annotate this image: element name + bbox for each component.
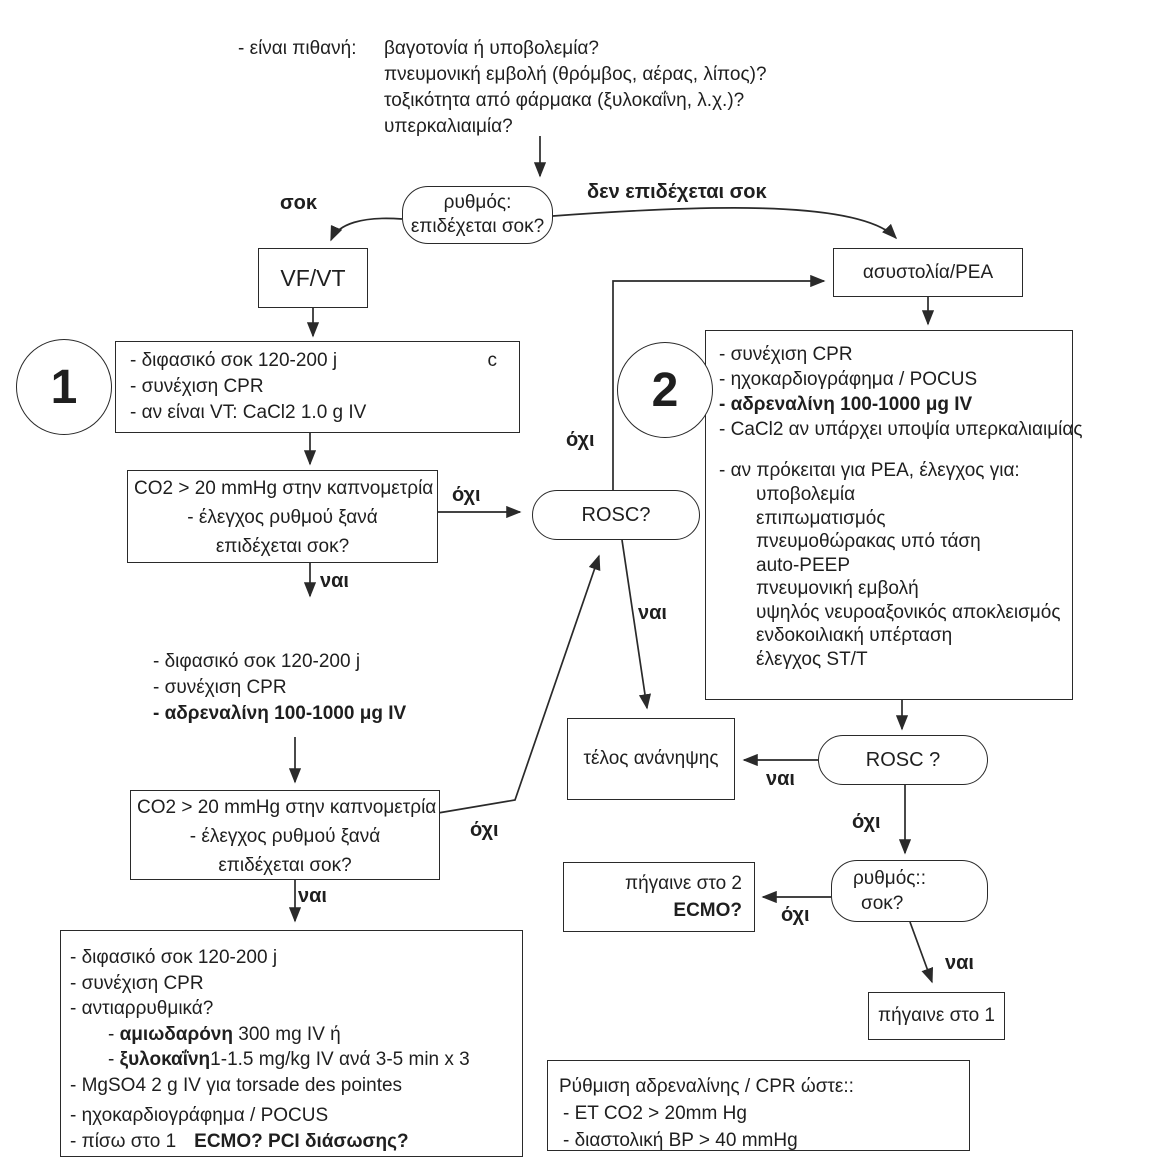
- goto-step-1-box: πήγαινε στο 1: [868, 992, 1005, 1040]
- step-3-line: - συνέχιση CPR: [70, 972, 204, 994]
- step-3-lidocaine-line: - ξυλοκαΐνη1-1.5 mg/kg IV ανά 3-5 min x …: [70, 1047, 522, 1073]
- decision-line: ρυθμός:: [443, 192, 512, 213]
- dash: -: [108, 1023, 120, 1045]
- decision-line: επιδέχεται σοκ?: [410, 216, 545, 237]
- rhythm-shock-decision-node-2: ρυθμός:: σοκ?: [831, 860, 988, 922]
- step-3-line: - διφασικό σοκ 120-200 j: [70, 947, 278, 968]
- co2-check-line: CO2 > 20 mmHg στην καπνομετρία: [134, 478, 434, 499]
- question-line: πνευμονική εμβολή (θρόμβος, αέρας, λίπος…: [384, 64, 767, 85]
- questions-intro-label: - είναι πιθανή:: [238, 38, 357, 59]
- asystole-pea-box: ασυστολία/PEA: [833, 248, 1023, 297]
- arrow-rhythm-to-vfvt: [330, 217, 403, 242]
- pea-item: υψηλός νευροαξονικός αποκλεισμός: [756, 601, 1061, 623]
- step-1-circle: 1: [16, 339, 112, 435]
- goto-step-2-box: πήγαινε στο 2 ECMO?: [563, 862, 755, 932]
- pea-checklist-header: - αν πρόκειται για PEA, έλεγχος για:: [719, 460, 1020, 481]
- step-2-circle: 2: [617, 342, 713, 438]
- step-1-box: - διφασικό σοκ 120-200 j - συνέχιση CPR …: [115, 341, 520, 433]
- answer-label-no: όχι: [452, 484, 481, 506]
- step-3-amiodarone-line: - αμιωδαρόνη 300 mg IV ή: [70, 1022, 522, 1048]
- step-2-line: - ηχοκαρδιογράφημα / POCUS: [719, 369, 978, 390]
- pea-item: πνευμοθώρακας υπό τάση: [756, 531, 981, 552]
- step-3-ecmo-line: - πίσω στο 1 ECMO? PCI διάσωσης?: [70, 1129, 522, 1155]
- co2-check-box-1: CO2 > 20 mmHg στην καπνομετρία - έλεγχος…: [127, 470, 438, 563]
- rhythm-shockable-decision-node: ρυθμός: επιδέχεται σοκ?: [402, 186, 553, 244]
- answer-label-no: όχι: [566, 429, 595, 451]
- titration-line: - ET CO2 > 20mm Hg: [563, 1103, 747, 1124]
- co2-check-line: επιδέχεται σοκ?: [218, 855, 352, 876]
- rosc-right-node: ROSC ?: [818, 735, 988, 785]
- arrow-rosc-to-end: [621, 539, 652, 710]
- step-1-corner-note: c: [487, 350, 498, 371]
- arrow-co2b-to-rosc: [437, 554, 601, 814]
- step-3-line: - ηχοκαρδιογράφημα / POCUS: [70, 1105, 329, 1126]
- co2-check-box-2: CO2 > 20 mmHg στην καπνομετρία - έλεγχος…: [130, 790, 440, 880]
- step-3-line: - MgSO4 2 g IV για torsade des pointes: [70, 1074, 403, 1096]
- epi-line-adrenaline: - αδρεναλίνη 100-1000 μg IV: [153, 703, 407, 724]
- dose: 1-1.5 mg/kg IV ανά 3-5 min x 3: [210, 1049, 470, 1070]
- epi-line: - διφασικό σοκ 120-200 j: [153, 651, 361, 672]
- step-2-line: - CaCl2 αν υπάρχει υποψία υπερκαλιαιμίας: [719, 419, 1083, 440]
- back-to-1: - πίσω στο 1: [70, 1130, 177, 1152]
- step-1-line: - αν είναι VT: CaCl2 1.0 g IV: [130, 402, 367, 423]
- answer-label-yes: ναι: [320, 570, 349, 592]
- antiarrhythmics-box: - διφασικό σοκ 120-200 j - συνέχιση CPR …: [60, 930, 523, 1157]
- pea-item: auto-PEEP: [756, 554, 850, 576]
- pea-item: ενδοκοιλιακή υπέρταση: [756, 625, 953, 646]
- co2-check-line: επιδέχεται σοκ?: [215, 536, 350, 557]
- rosc-mid-node: ROSC?: [532, 490, 700, 540]
- branch-label-not-shockable: δεν επιδέχεται σοκ: [587, 181, 767, 203]
- dose: 300 mg IV ή: [232, 1023, 341, 1045]
- step-2-box: - συνέχιση CPR - ηχοκαρδιογράφημα / POCU…: [705, 330, 1083, 700]
- pea-item: υποβολεμία: [756, 484, 856, 505]
- branch-label-shockable: σοκ: [280, 192, 318, 214]
- drug-name: αμιωδαρόνη: [119, 1023, 233, 1045]
- arrow-rhythm-to-asystole: [552, 207, 898, 240]
- co2-check-line: CO2 > 20 mmHg στην καπνομετρία: [137, 797, 437, 818]
- question-line: υπερκαλιαιμία?: [384, 116, 513, 137]
- answer-label-yes: ναι: [638, 602, 667, 624]
- epi-line: - συνέχιση CPR: [153, 677, 287, 698]
- dash: -: [108, 1049, 120, 1070]
- pea-item: πνευμονική εμβολή: [756, 578, 919, 599]
- questions-list: βαγοτονία ή υποβολεμία? πνευμονική εμβολ…: [384, 36, 767, 140]
- step-2-adrenaline-line: - αδρεναλίνη 100-1000 μg IV: [719, 394, 973, 415]
- answer-label-no: όχι: [781, 904, 810, 926]
- co2-check-line: - έλεγχος ρυθμού ξανά: [189, 826, 381, 847]
- drug-name: ξυλοκαΐνη: [119, 1049, 211, 1070]
- pea-item: έλεγχος ST/T: [756, 648, 868, 670]
- question-line: βαγοτονία ή υποβολεμία?: [384, 38, 599, 59]
- answer-label-yes: ναι: [766, 768, 795, 790]
- step-1-line: - συνέχιση CPR: [130, 376, 264, 397]
- ecmo-question: ECMO?: [673, 900, 742, 921]
- arrow-rhythm2-to-goto1: [909, 921, 934, 984]
- answer-label-no: όχι: [470, 819, 499, 841]
- epinephrine-block: - διφασικό σοκ 120-200 j - συνέχιση CPR …: [153, 649, 406, 727]
- adrenaline-titration-box: Ρύθμιση αδρεναλίνης / CPR ώστε:: - ET CO…: [547, 1060, 970, 1151]
- decision-line: σοκ?: [861, 893, 904, 914]
- titration-line: Ρύθμιση αδρεναλίνης / CPR ώστε::: [559, 1076, 854, 1097]
- question-line: τοξικότητα από φάρμακα (ξυλοκαΐνη, λ.χ.)…: [384, 90, 745, 111]
- arrow-rosc-to-asystole: [612, 274, 826, 490]
- step-2-line: - συνέχιση CPR: [719, 344, 853, 365]
- pea-item: επιπωματισμός: [756, 507, 886, 529]
- step-1-line: - διφασικό σοκ 120-200 j: [130, 350, 338, 371]
- answer-label-yes: ναι: [945, 952, 974, 974]
- goto-2-label: πήγαινε στο 2: [624, 873, 742, 894]
- end-of-resuscitation-box: τέλος ανάνηψης: [567, 718, 735, 800]
- ecmo-pci-question: ECMO? PCI διάσωσης?: [194, 1130, 409, 1152]
- decision-line: ρυθμός::: [853, 868, 926, 889]
- answer-label-no: όχι: [852, 811, 881, 833]
- step-3-line: - αντιαρρυθμικά?: [70, 998, 214, 1019]
- co2-check-line: - έλεγχος ρυθμού ξανά: [187, 507, 378, 528]
- vf-vt-box: VF/VT: [258, 248, 368, 308]
- answer-label-yes: ναι: [298, 885, 327, 907]
- titration-line: - διαστολική BP > 40 mmHg: [563, 1130, 798, 1151]
